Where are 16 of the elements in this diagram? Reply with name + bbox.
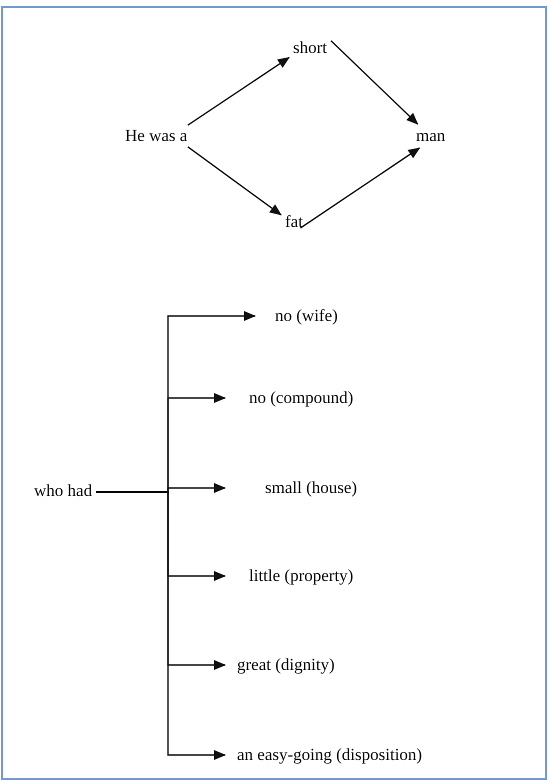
word-label: no (wife) <box>255 304 342 328</box>
word-label: an easy-going (disposition) <box>225 743 426 767</box>
word-label: who had <box>30 479 96 503</box>
word-label: short <box>289 36 331 60</box>
word-label: fat <box>281 210 307 234</box>
arrow <box>187 146 282 216</box>
arrow <box>187 57 290 126</box>
arrow <box>96 491 226 760</box>
word-label: little (property) <box>225 564 358 588</box>
arrow <box>330 40 418 125</box>
word-label: small (house) <box>225 476 362 500</box>
word-label: man <box>412 124 450 148</box>
arrow <box>300 147 420 229</box>
word-label: no (compound) <box>225 386 358 410</box>
word-label: He was a <box>121 124 192 148</box>
word-label: great (dignity) <box>225 653 339 677</box>
